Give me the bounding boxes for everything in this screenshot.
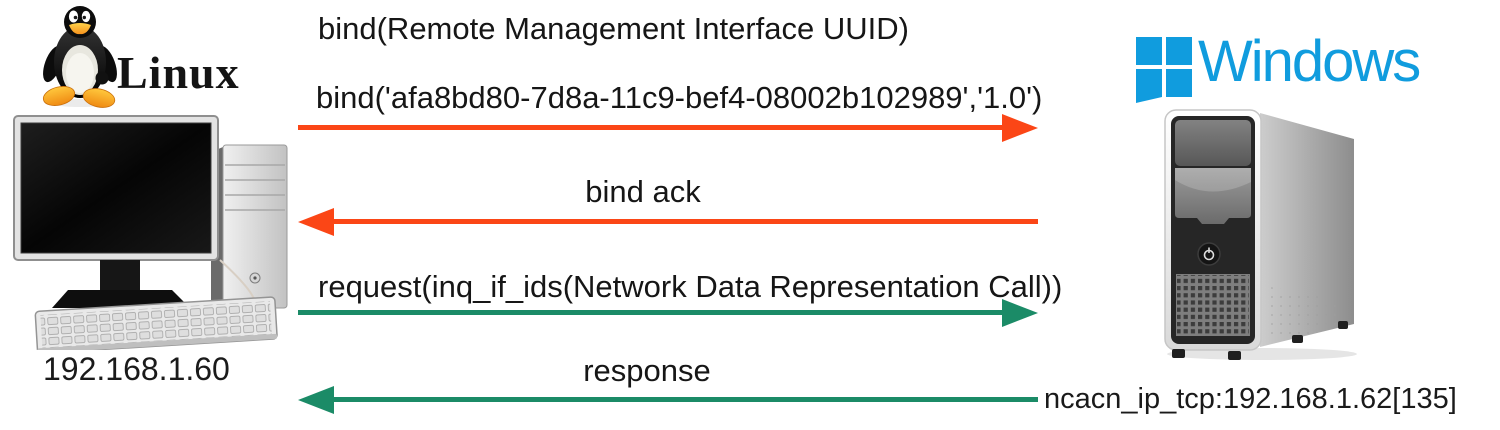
linux-label: Linux [117, 47, 240, 98]
arrow-shaft [329, 219, 1038, 224]
arrow-request [298, 299, 1038, 327]
message-bind-ack: bind ack [585, 174, 701, 209]
windows-endpoint-address: ncacn_ip_tcp:192.168.1.62[135] [1044, 383, 1457, 415]
message-bind-uuid-description: bind(Remote Management Interface UUID) [318, 11, 909, 46]
message-request-inq-if-ids: request(inq_if_ids(Network Data Represen… [318, 269, 1063, 304]
arrow-shaft [329, 397, 1038, 402]
server-tower-icon [1162, 106, 1362, 361]
message-response: response [583, 353, 711, 388]
arrow-response [298, 386, 1038, 414]
arrow-head-left-icon [298, 208, 334, 236]
arrow-shaft [298, 310, 1007, 315]
windows-logo-icon [1136, 37, 1192, 103]
arrow-shaft [298, 125, 1007, 130]
arrow-head-right-icon [1002, 114, 1038, 142]
message-bind-uuid-value: bind('afa8bd80-7d8a-11c9-bef4-08002b1029… [316, 80, 1043, 115]
arrow-head-right-icon [1002, 299, 1038, 327]
arrow-bind-ack [298, 208, 1038, 236]
tux-penguin-icon [42, 4, 118, 108]
linux-ip-address: 192.168.1.60 [43, 351, 230, 387]
desktop-computer-icon [8, 110, 298, 350]
arrow-head-left-icon [298, 386, 334, 414]
arrow-bind-request [298, 114, 1038, 142]
windows-label: Windows [1198, 29, 1421, 94]
